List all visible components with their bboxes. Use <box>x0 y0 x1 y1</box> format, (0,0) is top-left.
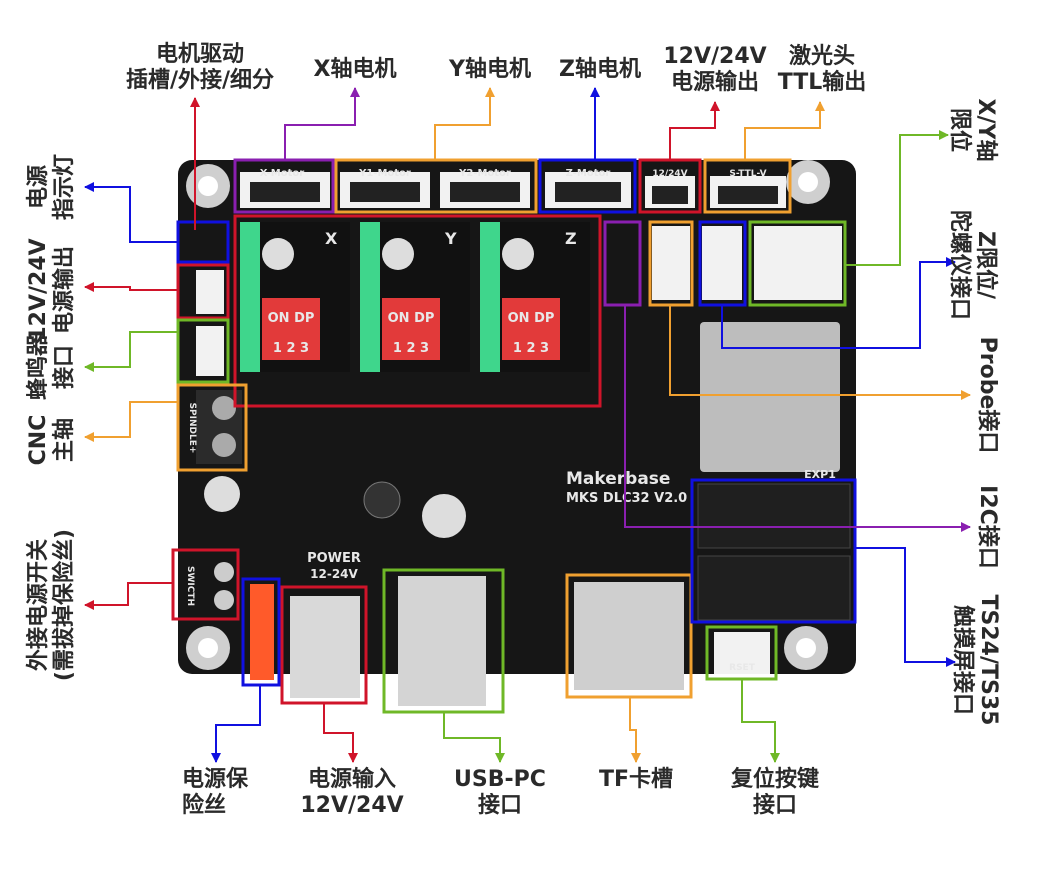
label-line: 陀螺仪接口 <box>947 209 972 321</box>
silk-y1-motor: Y1-Motor <box>358 168 411 179</box>
box-exp <box>690 478 857 624</box>
label-beeper: 蜂鸣器接口 <box>26 334 78 400</box>
label-z-limit-gyro: Z限位/陀螺仪接口 <box>946 210 998 320</box>
silk-power: POWER <box>307 551 361 566</box>
label-line: 电源保 <box>181 767 249 792</box>
label-driver-slot: 电机驱动插槽/外接/细分 <box>126 42 274 94</box>
label-line: 接口 <box>52 344 77 390</box>
box-beeper <box>176 318 230 384</box>
label-line: 险丝 <box>181 793 227 818</box>
silk-axis-z: Z <box>565 229 577 248</box>
silk-axis-y: Y <box>444 229 457 248</box>
box-i2c <box>603 220 642 307</box>
silk-spindle: SPINDLE+ <box>187 403 197 454</box>
label-line: TF卡槽 <box>598 767 674 792</box>
silk-power-out: 12/24V <box>652 169 687 179</box>
silk-power-range: 12-24V <box>310 567 358 581</box>
esp32-module <box>700 322 840 472</box>
label-power-led: 电源指示灯 <box>26 154 78 220</box>
label-line: 电机驱动 <box>155 42 245 67</box>
power-input-connector <box>290 596 360 698</box>
label-line: 蜂鸣器 <box>26 333 51 401</box>
box-ttl <box>703 158 792 214</box>
silk-dip-nums-y: 1 2 3 <box>393 341 429 356</box>
label-line: TTL输出 <box>777 70 867 95</box>
label-x-motor: X轴电机 <box>314 57 397 83</box>
label-external-switch: 外接电源开关(需拔掉保险丝) <box>26 529 78 681</box>
label-line: X/Y轴 <box>973 98 998 162</box>
stepper-drivers <box>240 222 590 372</box>
label-line: (需拔掉保险丝) <box>52 528 77 682</box>
label-i2c: I2C接口 <box>974 485 1000 569</box>
fuse <box>250 584 274 680</box>
silk-y2-motor: Y2-Motor <box>458 168 511 179</box>
label-line: 限位 <box>947 107 972 152</box>
label-line: 电源输入 <box>307 767 397 792</box>
silk-dip-x: ON DP <box>268 311 315 326</box>
label-line: 外接电源开关 <box>26 539 51 672</box>
label-tf-slot: TF卡槽 <box>599 767 673 793</box>
label-line: 电源输出 <box>670 70 760 95</box>
label-line: 触摸屏接口 <box>950 604 975 715</box>
box-switch <box>171 548 240 621</box>
silk-brand: Makerbase <box>566 469 670 489</box>
label-line: 电源输出 <box>52 245 77 335</box>
silk-dip-nums-z: 1 2 3 <box>513 341 549 356</box>
label-line: 12V/24V <box>663 44 767 69</box>
silk-x-motor: X-Motor <box>260 168 305 179</box>
label-line: CNC <box>26 414 51 466</box>
usb-connector <box>398 576 486 706</box>
label-line: 接口 <box>477 793 523 818</box>
label-z-motor: Z轴电机 <box>559 57 641 83</box>
label-line: Y轴电机 <box>449 57 531 82</box>
silk-exp1: EXP1 <box>804 468 836 481</box>
label-y-motor: Y轴电机 <box>449 57 531 83</box>
label-line: 电源 <box>26 164 51 210</box>
label-line: X轴电机 <box>313 57 397 82</box>
silk-z-motor: Z-Motor <box>566 168 611 179</box>
box-z-motor <box>538 158 637 214</box>
label-line: Probe接口 <box>975 336 1000 454</box>
box-power-out-left <box>176 263 230 320</box>
leader-arrows <box>84 87 971 763</box>
label-line: TS24/TS35 <box>976 594 1001 726</box>
silk-dip-z: ON DP <box>508 311 555 326</box>
silk-switch: SWICTH <box>185 566 195 606</box>
label-line: 主轴 <box>52 417 77 463</box>
label-line: 激光头 <box>788 44 856 69</box>
label-line: 12V/24V <box>300 793 404 818</box>
label-line: 插槽/外接/细分 <box>125 68 275 93</box>
silk-ttl: S-TTL-V <box>729 169 766 179</box>
label-xy-limit: X/Y轴限位 <box>946 99 998 162</box>
label-line: Z轴电机 <box>559 57 641 82</box>
silk-model: MKS DLC32 V2.0 <box>566 491 687 506</box>
silk-dip-nums-x: 1 2 3 <box>273 341 309 356</box>
silk-reset: RSET <box>729 663 756 673</box>
label-probe: Probe接口 <box>974 337 1000 454</box>
label-fuse: 电源保险丝 <box>182 767 248 819</box>
label-line: 指示灯 <box>52 153 77 221</box>
label-line: 12V/24V <box>26 238 51 342</box>
silk-dip-y: ON DP <box>388 311 435 326</box>
label-line: Z限位/ <box>973 230 998 299</box>
box-spindle <box>176 383 248 472</box>
label-line: 接口 <box>752 793 798 818</box>
silk-axis-x: X <box>325 229 338 248</box>
label-line: 复位按键 <box>730 767 820 792</box>
label-line: USB-PC <box>454 767 546 792</box>
tf-card-slot <box>574 582 684 690</box>
label-line: I2C接口 <box>975 485 1000 569</box>
box-drivers <box>233 214 602 408</box>
box-xy-limit <box>748 220 847 307</box>
label-reset-button: 复位按键接口 <box>731 767 819 819</box>
